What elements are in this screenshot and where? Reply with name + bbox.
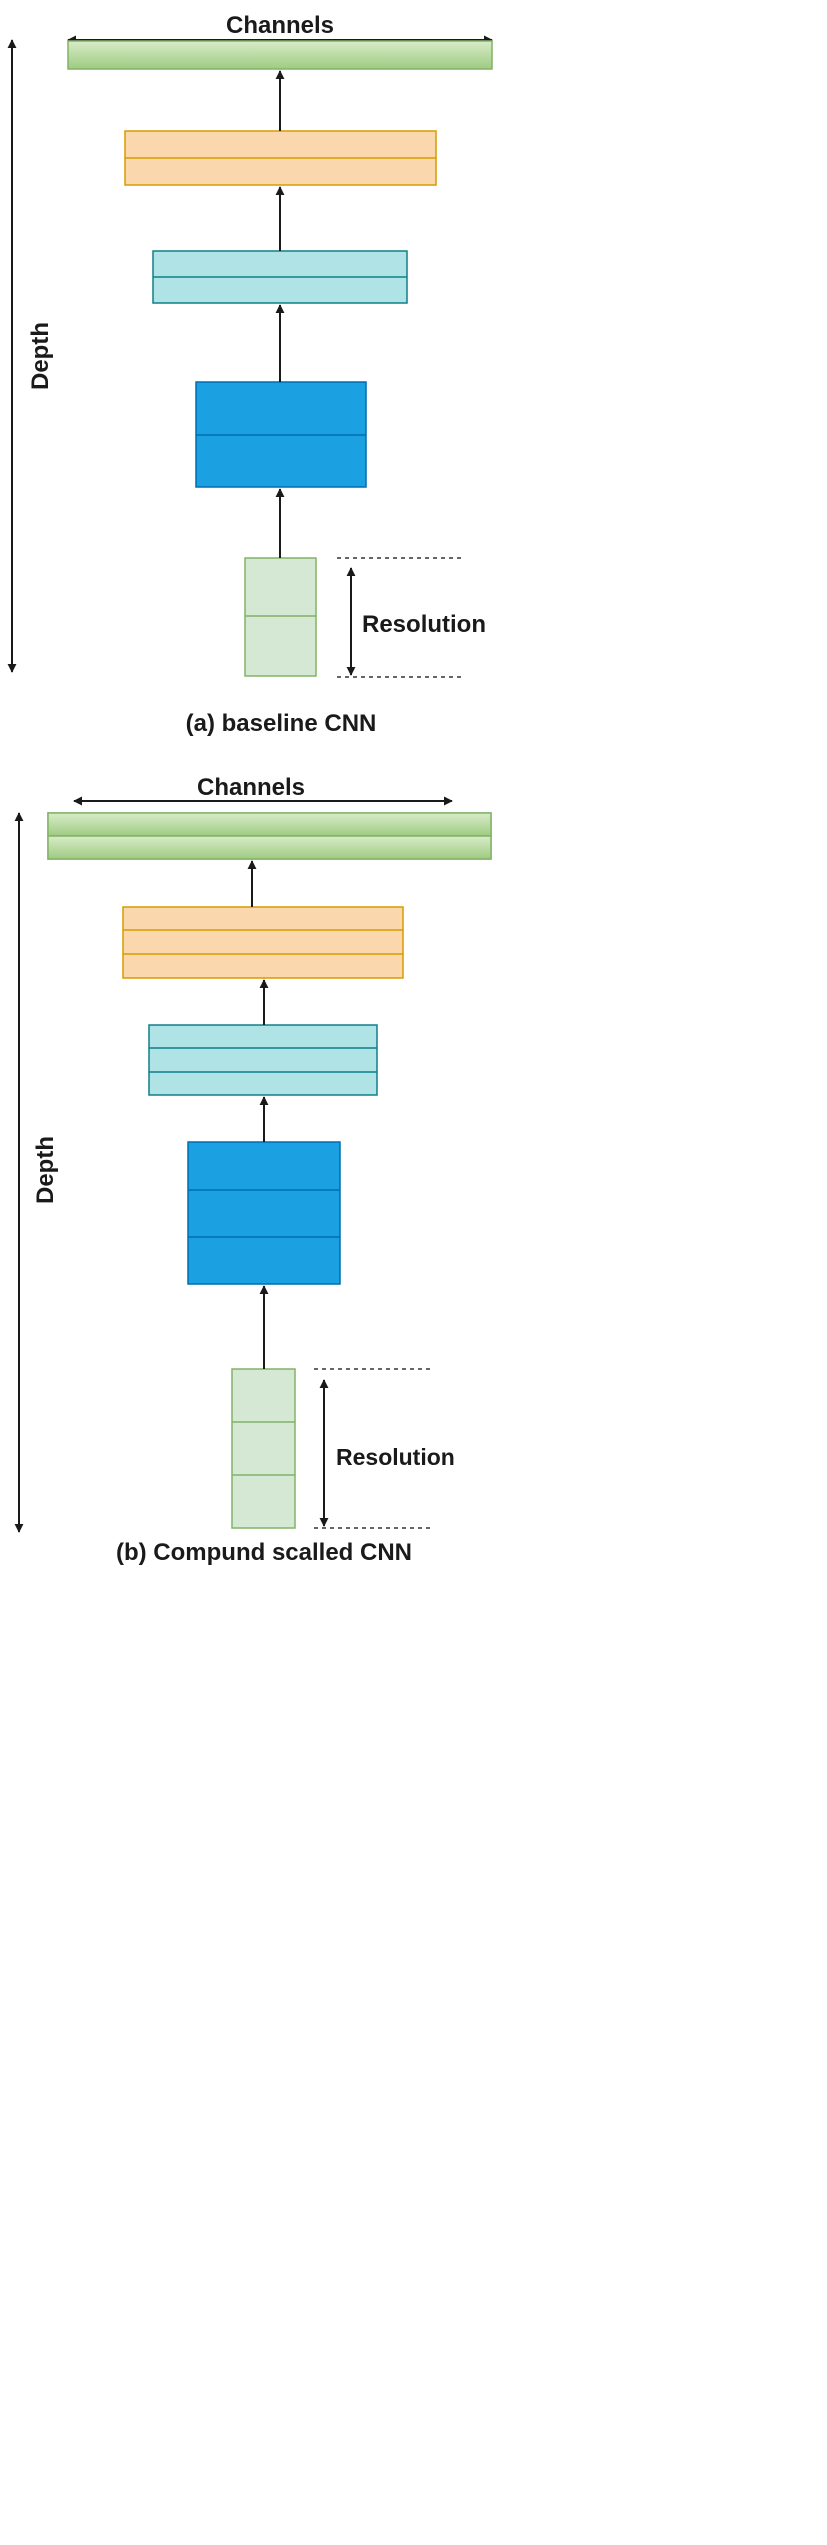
layer-green-row bbox=[47, 835, 492, 860]
depth-label: Depth bbox=[32, 1136, 59, 1204]
resolution-label: Resolution bbox=[336, 1444, 455, 1470]
caption-a: (a) baseline CNN bbox=[186, 710, 377, 737]
layer-orange bbox=[122, 906, 404, 979]
layer-blue bbox=[187, 1141, 341, 1285]
channels-label: Channels bbox=[197, 774, 305, 801]
layer-green-row bbox=[47, 812, 492, 837]
depth-label: Depth bbox=[27, 322, 54, 390]
resolution-label: Resolution bbox=[362, 611, 486, 638]
layer-input bbox=[231, 1368, 296, 1529]
layer-cyan bbox=[148, 1024, 378, 1096]
diagram-a: Channels Depth Resolution (a) baseline C… bbox=[7, 12, 493, 737]
layer-green bbox=[67, 40, 493, 70]
layer-input bbox=[244, 557, 317, 677]
channels-label: Channels bbox=[226, 12, 334, 39]
diagram-b: Channels Depth Resolution bbox=[14, 774, 492, 1566]
caption-b: (b) Compund scalled CNN bbox=[116, 1539, 412, 1566]
